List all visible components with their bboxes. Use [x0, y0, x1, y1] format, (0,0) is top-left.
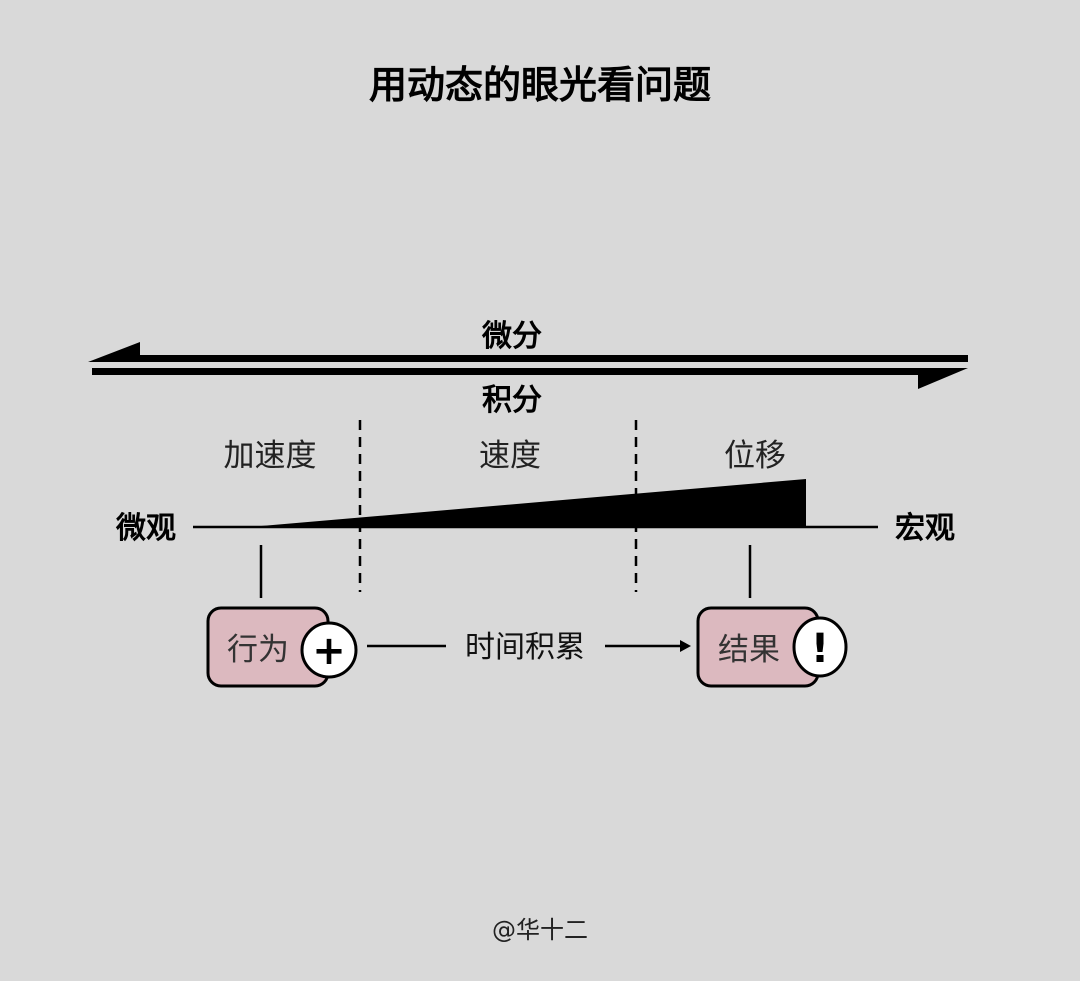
- differential-arrow: [88, 342, 968, 362]
- connector-arrow: [605, 640, 691, 652]
- exclamation-icon: [792, 616, 848, 678]
- result-label: 结果: [718, 632, 780, 668]
- accumulation-wedge: [250, 479, 806, 527]
- integral-arrow: [92, 368, 968, 389]
- macro-label: 宏观: [895, 511, 955, 546]
- connector-label: 时间积累: [465, 630, 585, 665]
- action-box: 行为 +: [206, 606, 358, 688]
- exclamation-icon-glyph: !: [811, 626, 829, 672]
- micro-label: 微观: [115, 511, 176, 546]
- differential-label: 微分: [481, 319, 542, 354]
- author-credit: @华十二: [492, 916, 588, 944]
- section-acceleration: 加速度: [224, 438, 317, 474]
- plus-icon-glyph: +: [312, 628, 346, 674]
- section-velocity: 速度: [479, 438, 541, 474]
- plus-icon: [300, 621, 358, 679]
- page-title: 用动态的眼光看问题: [369, 62, 711, 107]
- section-displacement: 位移: [724, 438, 786, 474]
- action-label: 行为: [227, 632, 289, 668]
- integral-label: 积分: [482, 383, 542, 418]
- result-box: 结果 !: [696, 606, 848, 688]
